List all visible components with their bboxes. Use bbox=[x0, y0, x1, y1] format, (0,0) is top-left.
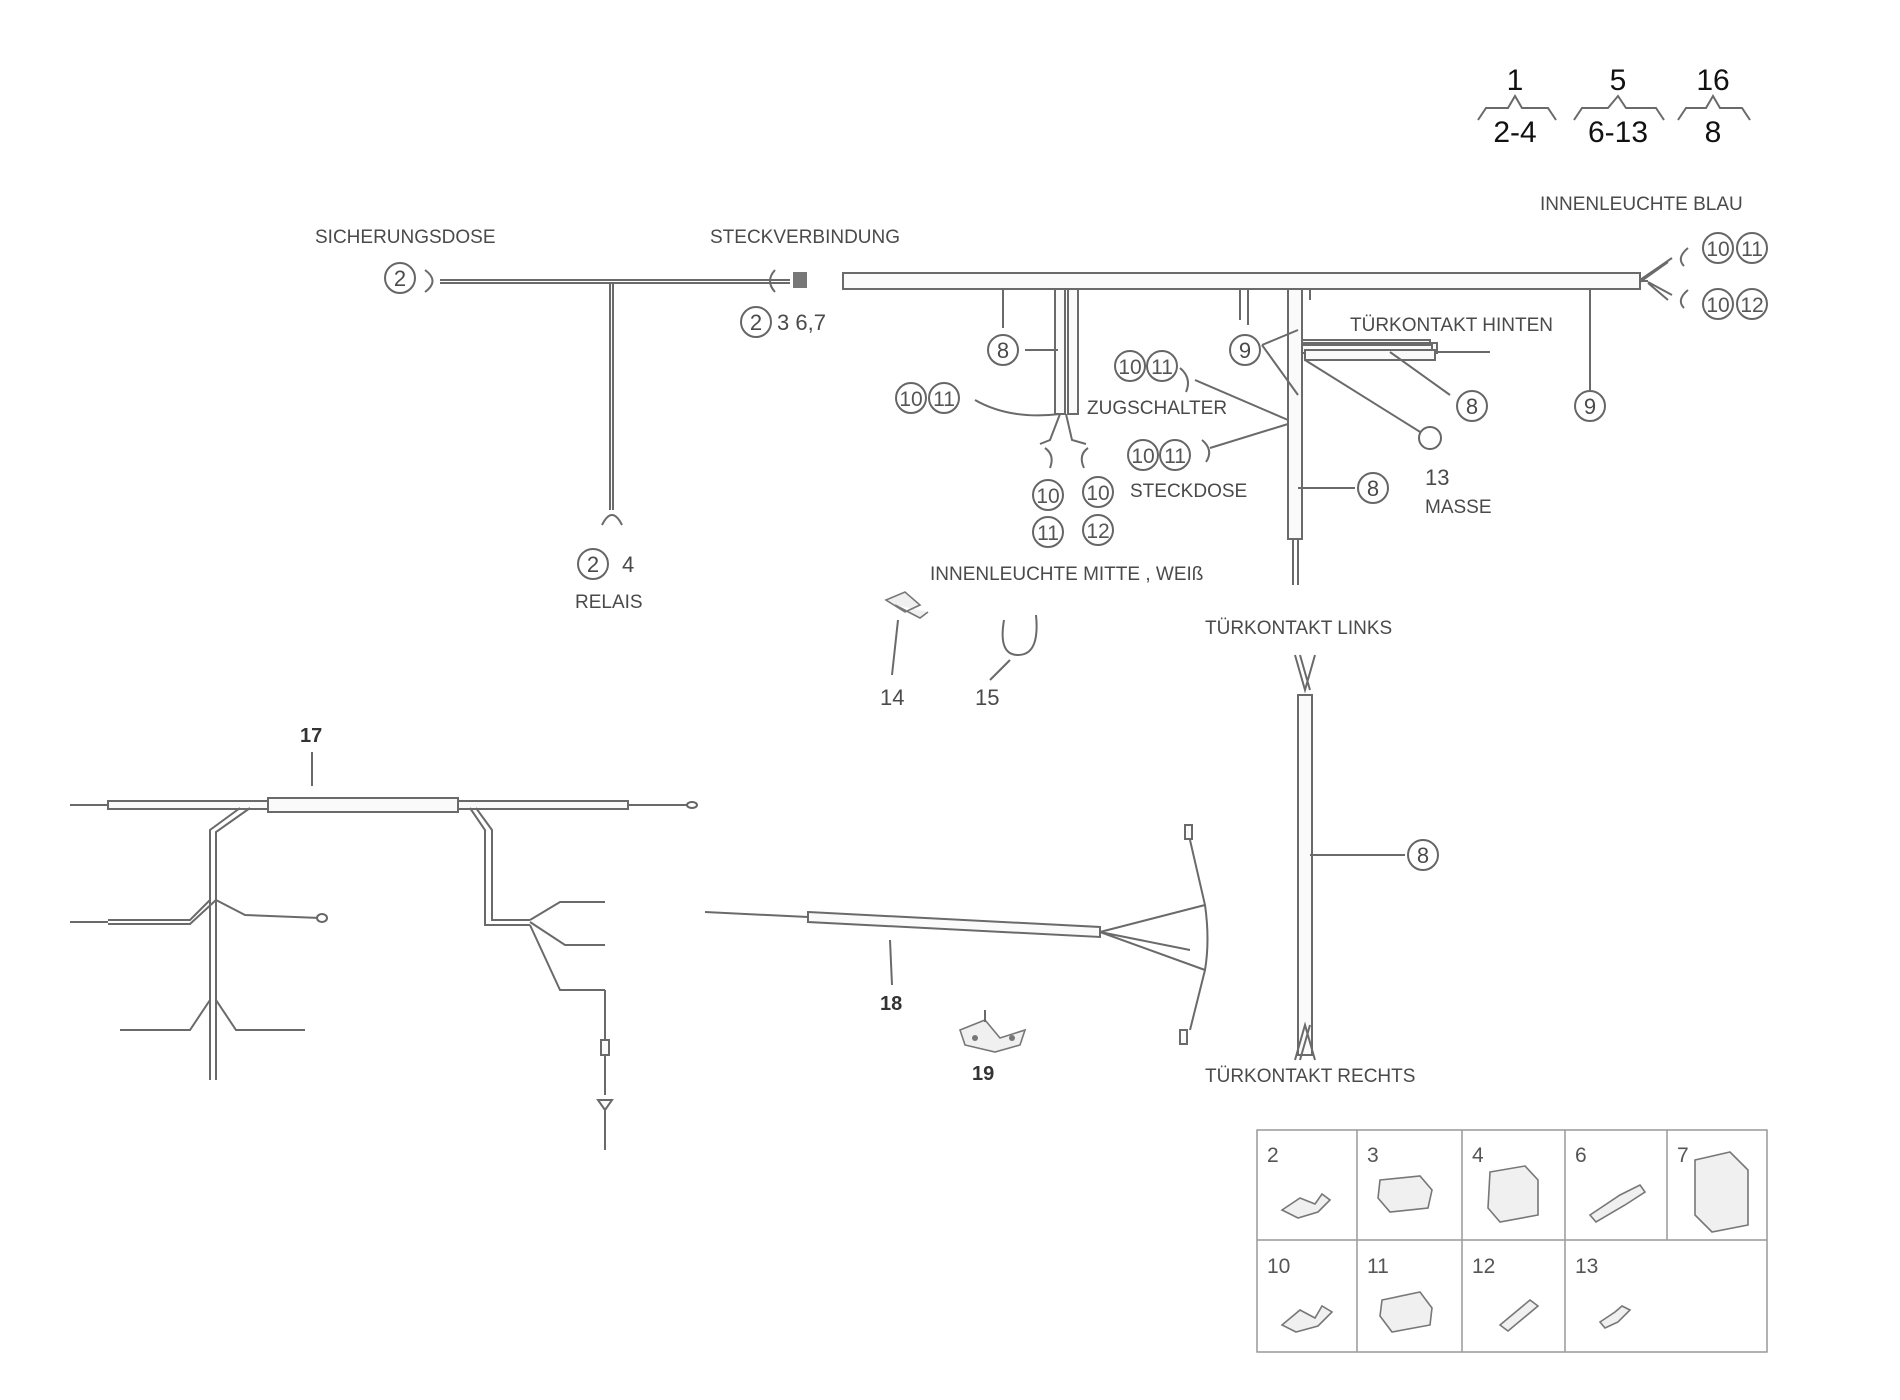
callout: 8 bbox=[1357, 472, 1389, 504]
header-top: 1 bbox=[1507, 64, 1524, 97]
svg-text:10: 10 bbox=[1706, 294, 1729, 317]
label-tuerkontakt-hinten: TÜRKONTAKT HINTEN bbox=[1350, 315, 1553, 336]
door-contact-harness bbox=[1294, 654, 1405, 1061]
svg-text:11: 11 bbox=[1037, 522, 1059, 545]
label-innenleuchte-blau: INNENLEUCHTE BLAU bbox=[1540, 194, 1743, 215]
part-19-bracket: 19 bbox=[959, 1010, 1027, 1085]
header-bottom: 2-4 bbox=[1493, 116, 1536, 149]
svg-text:11: 11 bbox=[1164, 445, 1186, 468]
legend-cell-6: 6 bbox=[1575, 1144, 1647, 1224]
callout: 8 bbox=[987, 334, 1019, 366]
callout-pair: 10 11 bbox=[1114, 350, 1178, 382]
svg-text:11: 11 bbox=[1151, 356, 1173, 379]
svg-text:2: 2 bbox=[587, 552, 599, 577]
parts-legend-grid: 2 3 4 6 7 10 11 12 bbox=[1256, 1129, 1768, 1353]
label-steckdose: STECKDOSE bbox=[1130, 481, 1247, 502]
svg-text:3: 3 bbox=[1367, 1144, 1379, 1167]
legend-cell-4: 4 bbox=[1472, 1144, 1539, 1223]
svg-text:10: 10 bbox=[1086, 482, 1109, 505]
main-harness bbox=[424, 247, 1689, 585]
callout-pair: 10 11 bbox=[1127, 439, 1191, 471]
label-masse-number: 13 bbox=[1425, 465, 1449, 490]
svg-text:12: 12 bbox=[1472, 1255, 1495, 1278]
svg-text:17: 17 bbox=[300, 725, 322, 747]
label-relais: RELAIS bbox=[575, 592, 643, 613]
svg-text:8: 8 bbox=[997, 338, 1009, 363]
svg-text:10: 10 bbox=[1131, 445, 1154, 468]
callout-pair: 10 11 bbox=[895, 382, 960, 414]
svg-text:9: 9 bbox=[1239, 338, 1251, 363]
label-innenleuchte-mitte: INNENLEUCHTE MITTE , WEIß bbox=[930, 564, 1203, 585]
svg-text:9: 9 bbox=[1584, 394, 1596, 419]
header-bottom: 8 bbox=[1705, 116, 1722, 149]
svg-text:13: 13 bbox=[1575, 1255, 1598, 1278]
svg-text:2: 2 bbox=[1267, 1144, 1279, 1167]
svg-text:8: 8 bbox=[1367, 476, 1379, 501]
callout: 2 bbox=[577, 548, 609, 580]
label-masse: MASSE bbox=[1425, 497, 1492, 518]
svg-text:11: 11 bbox=[933, 388, 955, 411]
svg-text:2: 2 bbox=[750, 310, 762, 335]
callout: 9 bbox=[1229, 334, 1261, 366]
harness-17: 17 bbox=[70, 725, 698, 1150]
label-sicherungsdose: SICHERUNGSDOSE bbox=[315, 227, 496, 248]
callout-stack: 10 11 bbox=[1032, 479, 1064, 548]
label-tuerkontakt-rechts: TÜRKONTAKT RECHTS bbox=[1205, 1066, 1415, 1087]
label-steck-extra: 3 6,7 bbox=[777, 310, 826, 335]
svg-text:2: 2 bbox=[394, 266, 406, 291]
header-group-3: 16 8 bbox=[1677, 64, 1751, 149]
callout: 9 bbox=[1574, 390, 1606, 422]
label-relais-extra: 4 bbox=[622, 552, 634, 577]
callout-pair: 10 12 bbox=[1702, 288, 1768, 320]
header-top: 5 bbox=[1610, 64, 1627, 97]
svg-text:8: 8 bbox=[1466, 394, 1478, 419]
svg-text:15: 15 bbox=[975, 685, 999, 710]
svg-text:7: 7 bbox=[1677, 1144, 1689, 1167]
connector-block bbox=[793, 272, 807, 288]
svg-text:6: 6 bbox=[1575, 1144, 1587, 1167]
harness-18: 18 bbox=[704, 824, 1209, 1045]
legend-cell-13: 13 bbox=[1575, 1255, 1632, 1329]
legend-cell-10: 10 bbox=[1267, 1255, 1334, 1333]
header-top: 16 bbox=[1696, 64, 1729, 97]
label-zugschalter: ZUGSCHALTER bbox=[1087, 398, 1227, 419]
label-tuerkontakt-links: TÜRKONTAKT LINKS bbox=[1205, 618, 1392, 639]
svg-text:10: 10 bbox=[1706, 238, 1729, 261]
callout: 2 bbox=[740, 306, 772, 338]
svg-text:10: 10 bbox=[1118, 356, 1141, 379]
legend-cell-7: 7 bbox=[1677, 1144, 1749, 1233]
callout: 8 bbox=[1456, 390, 1488, 422]
svg-text:10: 10 bbox=[1036, 485, 1059, 508]
header-bottom: 6-13 bbox=[1588, 116, 1648, 149]
header-group-2: 5 6-13 bbox=[1573, 64, 1665, 149]
svg-text:10: 10 bbox=[1267, 1255, 1290, 1278]
svg-text:11: 11 bbox=[1741, 238, 1763, 261]
svg-text:18: 18 bbox=[880, 993, 902, 1015]
svg-text:12: 12 bbox=[1740, 294, 1763, 317]
svg-text:4: 4 bbox=[1472, 1144, 1484, 1167]
legend-cell-12: 12 bbox=[1472, 1255, 1540, 1333]
header-group-1: 1 2-4 bbox=[1477, 64, 1557, 149]
callout: 8 bbox=[1407, 839, 1439, 871]
svg-text:12: 12 bbox=[1086, 520, 1109, 543]
part-14-clip: 14 bbox=[880, 591, 929, 710]
callout: 2 bbox=[384, 262, 416, 294]
callout-stack: 10 12 bbox=[1082, 476, 1114, 546]
svg-text:10: 10 bbox=[899, 388, 922, 411]
part-15-hose-clamp: 15 bbox=[975, 614, 1038, 710]
svg-text:19: 19 bbox=[972, 1063, 994, 1085]
callout-pair: 10 11 bbox=[1702, 232, 1768, 264]
svg-text:11: 11 bbox=[1367, 1255, 1389, 1278]
legend-cell-2: 2 bbox=[1267, 1144, 1332, 1219]
svg-text:8: 8 bbox=[1417, 843, 1429, 868]
legend-cell-3: 3 bbox=[1367, 1144, 1433, 1213]
label-steckverbindung: STECKVERBINDUNG bbox=[710, 227, 900, 248]
legend-cell-11: 11 bbox=[1367, 1255, 1433, 1333]
svg-text:14: 14 bbox=[880, 685, 904, 710]
